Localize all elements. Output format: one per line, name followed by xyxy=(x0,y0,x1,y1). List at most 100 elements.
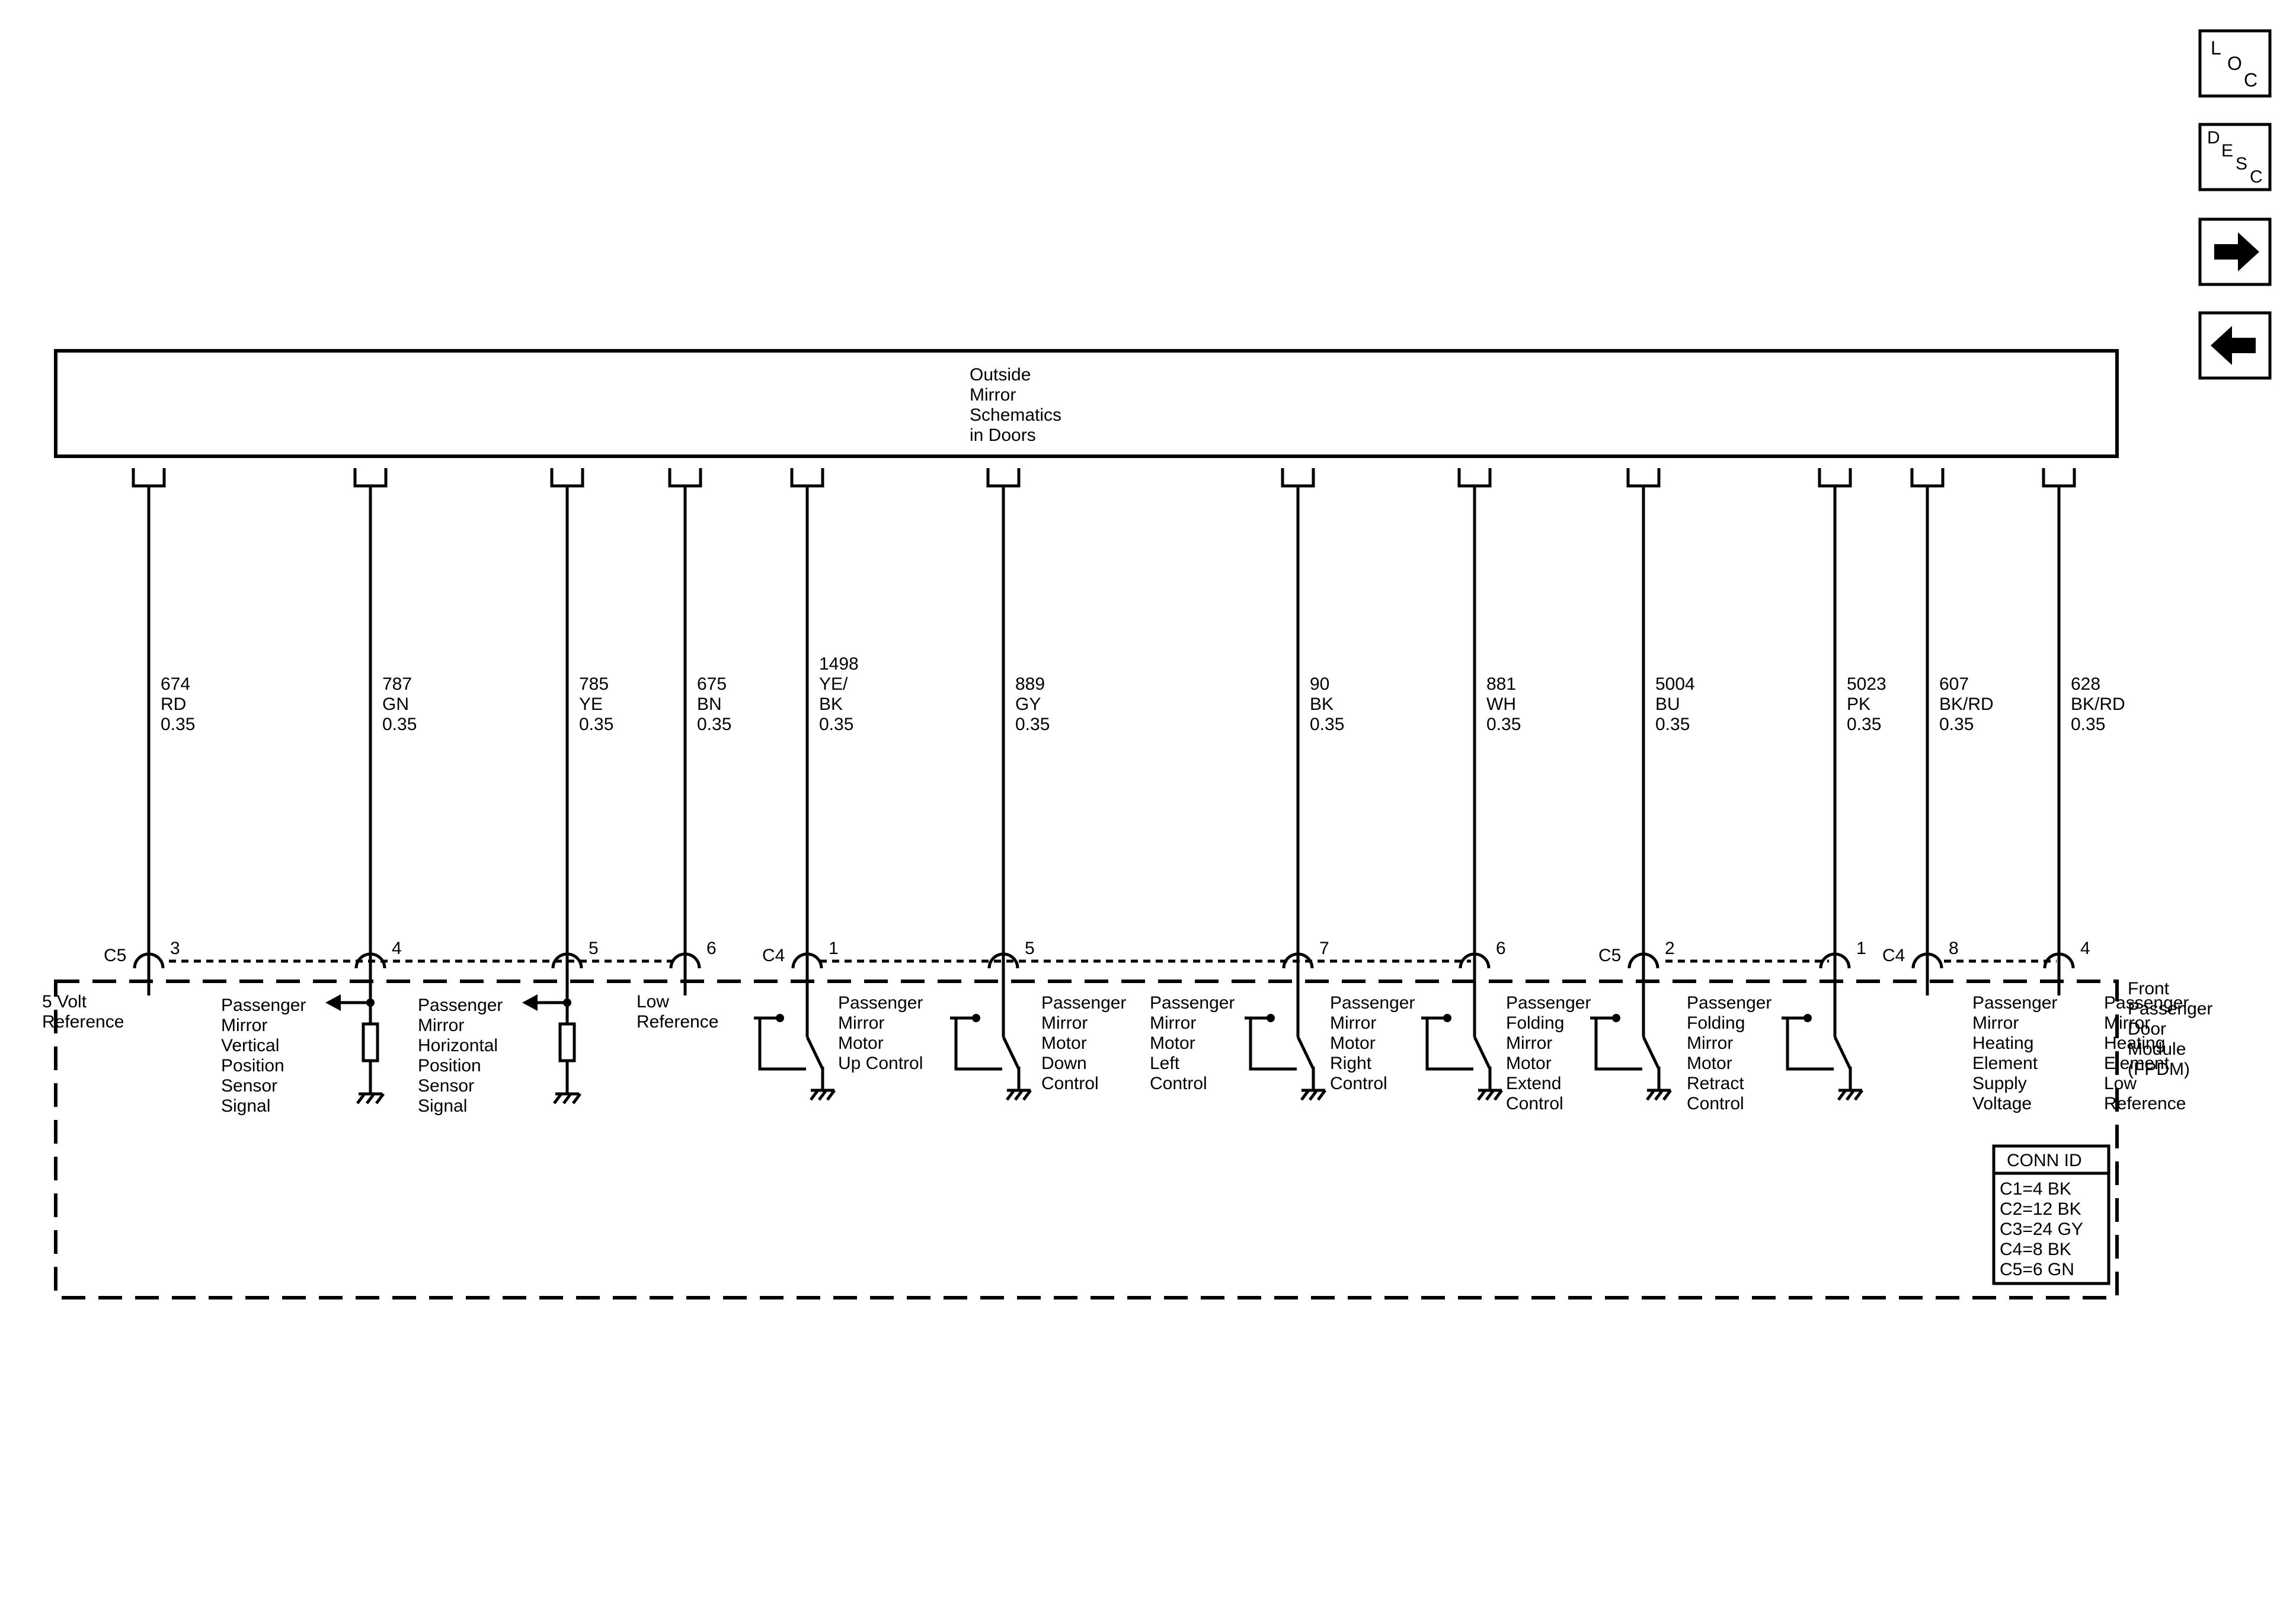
ground-icon xyxy=(1837,1089,1863,1101)
resistor-symbol xyxy=(362,1022,379,1062)
top-terminal xyxy=(2042,468,2076,488)
wire-881[interactable]: 881WH0.356PassengerMirrorMotorRightContr… xyxy=(1330,468,1521,1101)
circuit-label: 675 xyxy=(697,674,727,694)
circuit-label: 881 xyxy=(1486,674,1516,694)
function-label: Left xyxy=(1150,1054,1180,1073)
switch-contact-dot xyxy=(1443,1014,1451,1022)
top-terminal xyxy=(550,468,584,488)
circuit-label: BK/RD xyxy=(1939,694,1994,714)
switch-blade xyxy=(1002,1036,1021,1070)
function-label: Low xyxy=(2104,1074,2137,1093)
forward-arrow-icon xyxy=(2214,232,2259,271)
circuit-label: 0.35 xyxy=(161,715,195,734)
circuit-label: 607 xyxy=(1939,674,1969,694)
top-terminal xyxy=(353,468,388,488)
connector-id-label: C5 xyxy=(1598,946,1621,965)
ground-icon xyxy=(1006,1089,1032,1101)
function-label: Passenger xyxy=(838,993,923,1013)
back-button[interactable] xyxy=(2198,311,2272,380)
function-label: 5 Volt xyxy=(42,992,87,1012)
circuit-label: 5023 xyxy=(1847,674,1886,694)
fpdm-module-box[interactable] xyxy=(54,980,2119,1299)
function-label: Low xyxy=(637,992,669,1012)
circuit-label: BU xyxy=(1655,694,1680,714)
desc-letter-c: C xyxy=(2250,167,2263,187)
top-terminal xyxy=(1818,468,1852,488)
top-terminal xyxy=(132,468,166,488)
function-label: Voltage xyxy=(1972,1094,2032,1113)
conn-id-title: CONN ID xyxy=(2007,1151,2082,1170)
function-label: Motor xyxy=(1506,1054,1552,1073)
circuit-label: 5004 xyxy=(1655,674,1695,694)
pin-number-label: 7 xyxy=(1319,939,1329,958)
function-label: Motor xyxy=(1150,1033,1195,1053)
function-label: Mirror xyxy=(1506,1033,1552,1053)
switch-blade xyxy=(1642,1036,1661,1070)
function-label: Signal xyxy=(221,1096,270,1116)
loc-button[interactable]: L O C xyxy=(2198,29,2272,98)
conn-id-row-c2: C2=12 BK xyxy=(2000,1199,2081,1219)
function-label: Position xyxy=(418,1056,481,1076)
switch-blade xyxy=(1833,1036,1852,1070)
circuit-label: BK xyxy=(1310,694,1334,714)
function-label: Motor xyxy=(1330,1033,1376,1053)
conn-id-row-c1: C1=4 BK xyxy=(2000,1179,2071,1199)
function-label: Mirror xyxy=(1972,1013,2019,1033)
outside-mirror-box[interactable] xyxy=(54,349,2119,458)
desc-letter-e: E xyxy=(2221,141,2233,161)
function-label: Mirror xyxy=(838,1013,884,1033)
function-label: Heating xyxy=(1972,1033,2033,1053)
loc-letter-o: O xyxy=(2227,53,2242,74)
function-label: Reference xyxy=(637,1012,718,1032)
outside-mirror-label: Outside Mirror Schematics in Doors xyxy=(970,365,1066,445)
circuit-label: 0.35 xyxy=(1939,715,1974,734)
function-label: Down xyxy=(1041,1054,1087,1073)
pin-number-label: 1 xyxy=(829,939,839,958)
function-label: Control xyxy=(1330,1074,1387,1093)
top-terminal xyxy=(1626,468,1661,488)
switch-contact-dot xyxy=(1267,1014,1275,1022)
pin-number-label: 5 xyxy=(1025,939,1035,958)
circuit-label: BN xyxy=(697,694,722,714)
function-label: Motor xyxy=(1041,1033,1087,1053)
function-label: Element xyxy=(1972,1054,2038,1073)
function-label: Passenger xyxy=(1506,993,1591,1013)
ground-icon xyxy=(356,1092,385,1105)
function-label: Passenger xyxy=(1972,993,2057,1013)
wire-785[interactable]: 785YE0.355PassengerMirrorHorizontalPosit… xyxy=(418,468,613,1116)
function-label: Passenger xyxy=(2104,993,2189,1013)
circuit-label: GN xyxy=(382,694,409,714)
circuit-label: 0.35 xyxy=(579,715,613,734)
forward-button[interactable] xyxy=(2198,217,2272,286)
circuit-label: BK/RD xyxy=(2071,694,2125,714)
circuit-label: YE/ xyxy=(819,674,848,694)
top-terminal xyxy=(1457,468,1492,488)
wire-628[interactable]: 628BK/RD0.354PassengerMirrorHeatingEleme… xyxy=(2042,468,2189,1113)
circuit-label: WH xyxy=(1486,694,1516,714)
circuit-label: 0.35 xyxy=(382,715,417,734)
function-label: Reference xyxy=(2104,1094,2186,1113)
function-label: Control xyxy=(1687,1094,1744,1113)
conn-id-table: CONN ID C1=4 BK C2=12 BK C3=24 GY C4=8 B… xyxy=(1992,1144,2110,1285)
function-label: Motor xyxy=(1687,1054,1732,1073)
wire-787[interactable]: 787GN0.354PassengerMirrorVerticalPositio… xyxy=(221,468,417,1116)
function-label: Position xyxy=(221,1056,284,1076)
wire-5023[interactable]: 5023PK0.351PassengerFoldingMirrorMotorRe… xyxy=(1687,468,1886,1113)
circuit-label: 674 xyxy=(161,674,190,694)
connector-id-label: C5 xyxy=(104,946,126,965)
back-arrow-icon xyxy=(2211,326,2256,365)
function-label: Supply xyxy=(1972,1074,2027,1093)
circuit-label: BK xyxy=(819,694,843,714)
top-terminal xyxy=(1281,468,1315,488)
wire-889[interactable]: 889GY0.355PassengerMirrorMotorDownContro… xyxy=(950,468,1126,1101)
desc-button[interactable]: D E S C xyxy=(2198,123,2272,191)
ground-icon xyxy=(1477,1089,1503,1101)
conn-id-row-c5: C5=6 GN xyxy=(2000,1260,2074,1279)
pin-number-label: 6 xyxy=(1496,939,1506,958)
